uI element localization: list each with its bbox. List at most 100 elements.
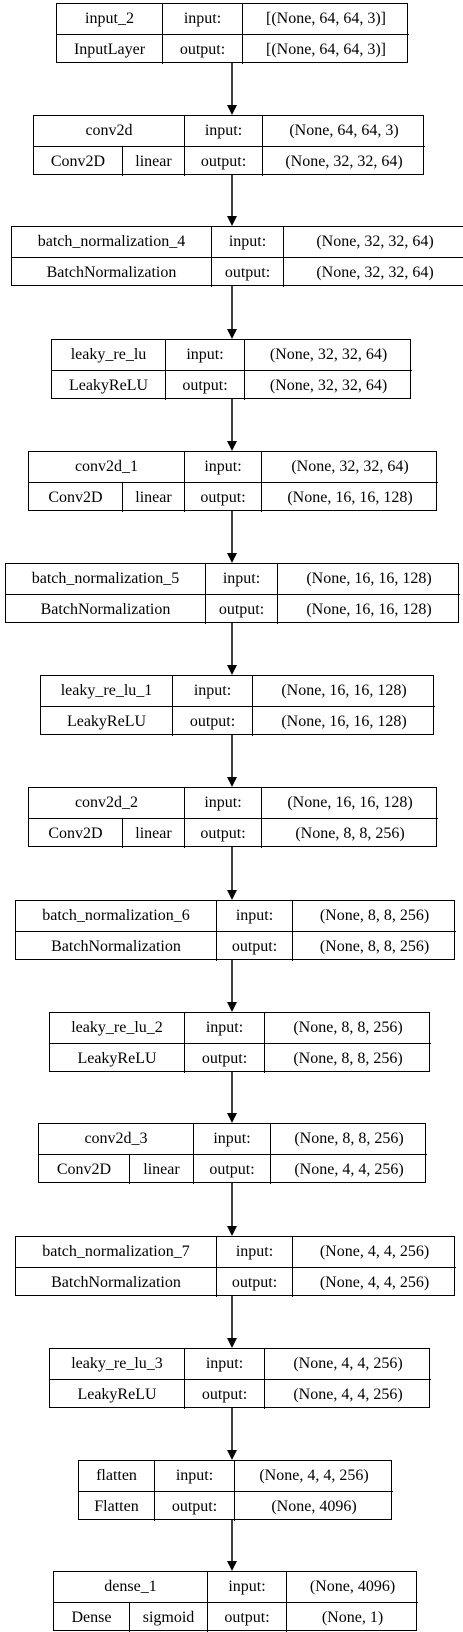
output-label: output:	[205, 594, 277, 624]
output-label: output:	[165, 370, 244, 400]
input-shape: (None, 4, 4, 256)	[292, 1237, 456, 1267]
layer-type: Conv2D	[39, 1154, 129, 1184]
input-label: input:	[184, 116, 262, 146]
layer-type: BatchNormalization	[16, 1267, 216, 1297]
input-shape: (None, 16, 16, 128)	[252, 676, 435, 706]
layer-node-leaky-re-lu-3: leaky_re_lu_3 input:(None, 4, 4, 256) Leak…	[49, 1348, 431, 1409]
input-shape: (None, 8, 8, 256)	[264, 1013, 431, 1043]
input-shape: (None, 32, 32, 64)	[283, 227, 463, 257]
input-label: input:	[154, 1461, 234, 1491]
output-shape: (None, 32, 32, 64)	[283, 257, 463, 287]
layer-type: Conv2D	[34, 146, 122, 176]
layer-type: Conv2D	[29, 482, 122, 512]
connector-arrow	[227, 735, 237, 787]
layer-activation: sigmoid	[129, 1602, 207, 1632]
output-label: output:	[207, 1602, 286, 1632]
layer-type: LeakyReLU	[50, 1379, 184, 1409]
connector-arrow	[227, 286, 237, 339]
output-label: output:	[184, 146, 262, 176]
output-label: output:	[211, 257, 283, 287]
output-label: output:	[184, 1379, 264, 1409]
layer-type: LeakyReLU	[50, 1043, 184, 1073]
output-shape: (None, 4, 4, 256)	[270, 1154, 427, 1184]
connector-arrow	[227, 175, 237, 226]
output-shape: (None, 8, 8, 256)	[261, 818, 438, 848]
connector-arrow	[227, 1183, 237, 1236]
layer-name: conv2d_3	[84, 1130, 148, 1147]
layer-node-batch-normalization-6: batch_normalization_6 input:(None, 8, 8, …	[15, 900, 456, 961]
input-shape: (None, 4096)	[286, 1572, 418, 1602]
output-label: output:	[172, 706, 252, 736]
input-shape: (None, 16, 16, 128)	[261, 788, 438, 818]
input-label: input:	[184, 1349, 264, 1379]
output-shape: (None, 4, 4, 256)	[292, 1267, 456, 1297]
layer-node-batch-normalization-7: batch_normalization_7 input:(None, 4, 4, …	[15, 1236, 456, 1297]
layer-type: Flatten	[79, 1491, 154, 1521]
layer-name: batch_normalization_4	[37, 233, 186, 250]
layer-name: conv2d_2	[74, 794, 139, 811]
input-shape: (None, 16, 16, 128)	[277, 564, 460, 594]
layer-type: LeakyReLU	[41, 706, 172, 736]
output-shape: (None, 4, 4, 256)	[264, 1379, 431, 1409]
output-label: output:	[216, 1267, 292, 1297]
connector-arrow	[227, 960, 237, 1012]
output-label: output:	[162, 34, 242, 64]
input-label: input:	[184, 788, 261, 818]
connector-arrow	[227, 1520, 237, 1571]
input-label: input:	[216, 1237, 292, 1267]
input-label: input:	[216, 901, 292, 931]
layer-type: BatchNormalization	[16, 931, 216, 961]
input-shape: (None, 8, 8, 256)	[292, 901, 456, 931]
output-label: output:	[184, 482, 261, 512]
output-shape: (None, 8, 8, 256)	[292, 931, 456, 961]
layer-name: input_2	[85, 10, 134, 27]
connector-arrow	[227, 1296, 237, 1348]
layer-activation: linear	[122, 146, 184, 176]
layer-activation: linear	[122, 482, 184, 512]
output-shape: (None, 8, 8, 256)	[264, 1043, 431, 1073]
input-label: input:	[184, 1013, 264, 1043]
layer-node-batch-normalization-4: batch_normalization_4 input:(None, 32, 32…	[11, 226, 463, 287]
input-label: input:	[193, 1124, 270, 1154]
input-label: input:	[162, 4, 242, 34]
layer-name: batch_normalization_6	[42, 907, 190, 924]
input-label: input:	[165, 340, 244, 370]
output-shape: (None, 32, 32, 64)	[244, 370, 412, 400]
input-shape: [(None, 64, 64, 3)]	[242, 4, 409, 34]
output-label: output:	[216, 931, 292, 961]
input-label: input:	[172, 676, 252, 706]
output-label: output:	[154, 1491, 234, 1521]
output-label: output:	[193, 1154, 270, 1184]
layer-name: conv2d	[85, 122, 133, 139]
layer-activation: linear	[122, 818, 184, 848]
input-shape: (None, 32, 32, 64)	[261, 452, 438, 482]
layer-name: dense_1	[104, 1578, 157, 1595]
layer-name: leaky_re_lu_2	[71, 1019, 163, 1036]
output-label: output:	[184, 818, 261, 848]
output-shape: (None, 16, 16, 128)	[261, 482, 438, 512]
layer-name: leaky_re_lu	[70, 346, 147, 363]
connector-arrow	[227, 623, 237, 675]
input-shape: (None, 8, 8, 256)	[270, 1124, 427, 1154]
input-label: input:	[207, 1572, 286, 1602]
input-shape: (None, 4, 4, 256)	[264, 1349, 431, 1379]
output-shape: (None, 16, 16, 128)	[252, 706, 435, 736]
input-label: input:	[211, 227, 283, 257]
connector-arrow	[227, 847, 237, 900]
layer-name: batch_normalization_7	[42, 1243, 190, 1260]
layer-activation: linear	[129, 1154, 193, 1184]
connector-arrow	[227, 1408, 237, 1460]
layer-type: Conv2D	[29, 818, 122, 848]
input-shape: (None, 4, 4, 256)	[234, 1461, 393, 1491]
layer-name: leaky_re_lu_3	[71, 1355, 163, 1372]
input-label: input:	[184, 452, 261, 482]
layer-name: flatten	[96, 1467, 137, 1484]
